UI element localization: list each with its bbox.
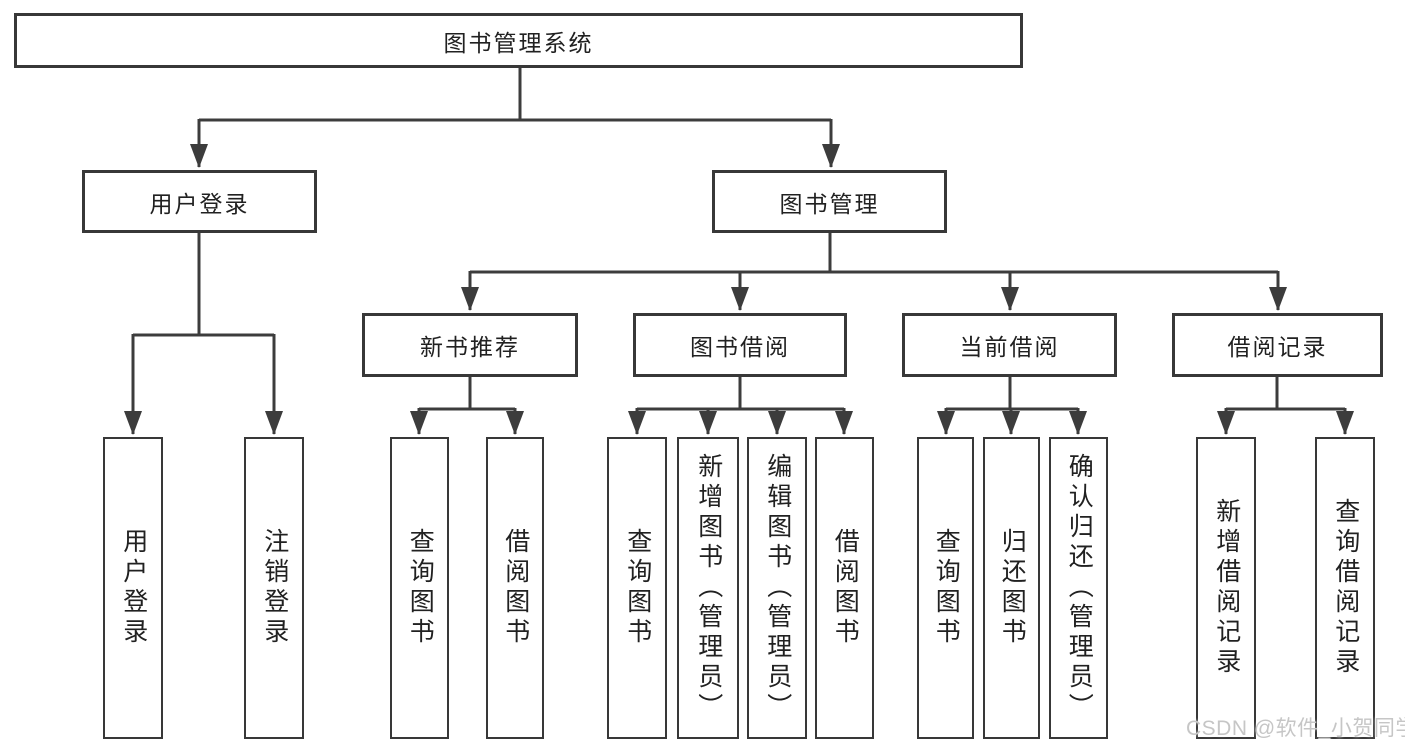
leaf-query-books-current: 查询图书 xyxy=(917,437,974,739)
connector-root xyxy=(190,68,840,168)
leaf-return-book: 归还图书 xyxy=(983,437,1040,739)
node-new-book-recommendation: 新书推荐 xyxy=(362,313,578,377)
node-book-management: 图书管理 xyxy=(712,170,947,233)
node-user-login-branch: 用户登录 xyxy=(82,170,317,233)
connector-new-book-recommendation xyxy=(410,377,524,435)
node-current-borrowing: 当前借阅 xyxy=(902,313,1117,377)
leaf-query-borrow-record: 查询借阅记录 xyxy=(1315,437,1375,739)
connector-current-borrowing xyxy=(937,377,1087,435)
leaf-edit-book-admin: 编辑图书（管理员） xyxy=(747,437,807,739)
connector-borrowing-records xyxy=(1217,377,1354,435)
leaf-query-books-recommend: 查询图书 xyxy=(390,437,449,739)
leaf-query-books-borrowing: 查询图书 xyxy=(607,437,667,739)
node-library-management-system: 图书管理系统 xyxy=(14,13,1023,68)
connector-user-login xyxy=(124,233,283,435)
watermark: CSDN @软件_小贺同学 xyxy=(1186,717,1405,740)
leaf-user-login: 用户登录 xyxy=(103,437,163,739)
node-borrowing-records: 借阅记录 xyxy=(1172,313,1383,377)
leaf-confirm-return-admin: 确认归还（管理员） xyxy=(1049,437,1108,739)
node-book-borrowing: 图书借阅 xyxy=(633,313,847,377)
leaf-add-borrow-record: 新增借阅记录 xyxy=(1196,437,1256,739)
leaf-borrow-books-recommend: 借阅图书 xyxy=(486,437,544,739)
connector-book-borrowing xyxy=(628,377,853,435)
leaf-add-book-admin: 新增图书（管理员） xyxy=(677,437,739,739)
connector-book-management xyxy=(461,233,1287,311)
leaf-borrow-books-borrowing: 借阅图书 xyxy=(815,437,874,739)
leaf-logout-login: 注销登录 xyxy=(244,437,304,739)
